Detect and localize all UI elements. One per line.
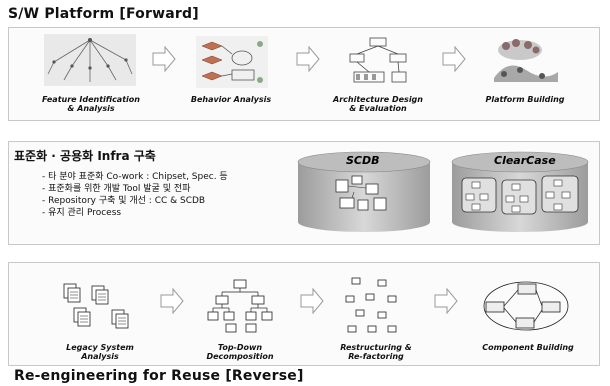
legacy-documents-image — [63, 283, 129, 329]
bullet-item: - 표준화를 위한 개발 Tool 발굴 및 전파 — [42, 184, 191, 194]
forward-step-3-caption: Architecture Design & Evaluation — [333, 95, 423, 113]
reverse-arrow-1 — [160, 288, 184, 314]
forward-step-4-caption: Platform Building — [485, 95, 565, 104]
bullet-item: - 타 분야 표준화 Co-work : Chipset, Spec. 등 — [42, 172, 228, 182]
bullet-item: - Repository 구축 및 개선 : CC & SCDB — [42, 196, 206, 206]
bullet-item: - 유지 관리 Process — [42, 208, 122, 218]
forward-step-1-caption: Feature Identification & Analysis — [42, 95, 140, 113]
clearcase-cylinder — [451, 151, 589, 232]
reverse-section-box — [8, 262, 600, 366]
reverse-step-3-caption: Restructuring & Re-factoring — [340, 343, 412, 361]
scdb-cylinder — [297, 151, 431, 232]
reverse-step-4-caption: Component Building — [482, 343, 574, 352]
platform-building-image — [494, 39, 558, 82]
clearcase-label: ClearCase — [494, 154, 556, 167]
standard-section-title: 표준화 · 공용화 Infra 구축 — [14, 149, 156, 163]
forward-arrow-2 — [296, 46, 320, 72]
reverse-step-2-caption: Top-Down Decomposition — [206, 343, 274, 361]
restructuring-blocks-image — [345, 277, 397, 333]
forward-step-2-caption: Behavior Analysis — [190, 95, 272, 104]
reverse-arrow-3 — [434, 288, 458, 314]
decomposition-tree-image — [207, 279, 273, 333]
feature-tree-image — [44, 34, 136, 86]
architecture-diagram-image — [349, 37, 407, 83]
component-building-image — [483, 281, 569, 331]
forward-arrow-3 — [442, 46, 466, 72]
reverse-section-title: Re-engineering for Reuse [Reverse] — [14, 368, 304, 384]
forward-section-title: S/W Platform [Forward] — [8, 6, 199, 22]
scdb-label: SCDB — [346, 154, 380, 167]
reverse-step-1-caption: Legacy System Analysis — [66, 343, 134, 361]
standard-bullet-list: - 타 분야 표준화 Co-work : Chipset, Spec. 등 - … — [42, 171, 228, 219]
reverse-arrow-2 — [300, 288, 324, 314]
behavior-diagram-image — [196, 36, 268, 88]
forward-arrow-1 — [152, 46, 176, 72]
